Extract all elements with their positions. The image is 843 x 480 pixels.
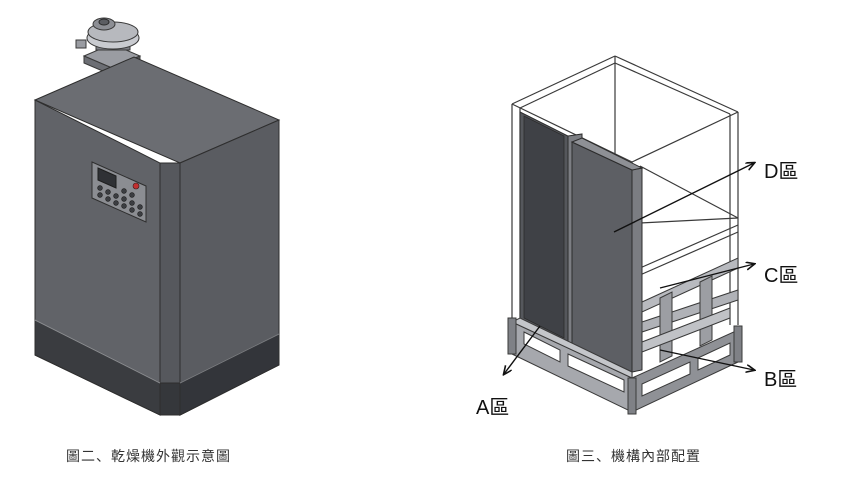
zone-d-label: D區: [764, 161, 798, 183]
arrow-c: [659, 264, 754, 289]
dryer-exterior-illustration: [33, 17, 281, 416]
control-panel: [91, 161, 147, 223]
base-frame: [507, 257, 743, 415]
figure2-caption: 圖二、乾燥機外觀示意圖: [66, 449, 231, 465]
zone-arrows: [504, 163, 754, 374]
zone-b-label: B區: [764, 369, 797, 391]
zone-a-label: A區: [476, 397, 509, 419]
zone-c-label: C區: [764, 265, 798, 287]
dryer-interior-illustration: D區 C區 B區 A區: [476, 55, 798, 419]
figure3-caption: 圖三、機構內部配置: [566, 449, 701, 465]
arrow-a: [504, 325, 541, 374]
arrow-b: [659, 349, 754, 370]
arrow-d: [613, 163, 754, 233]
